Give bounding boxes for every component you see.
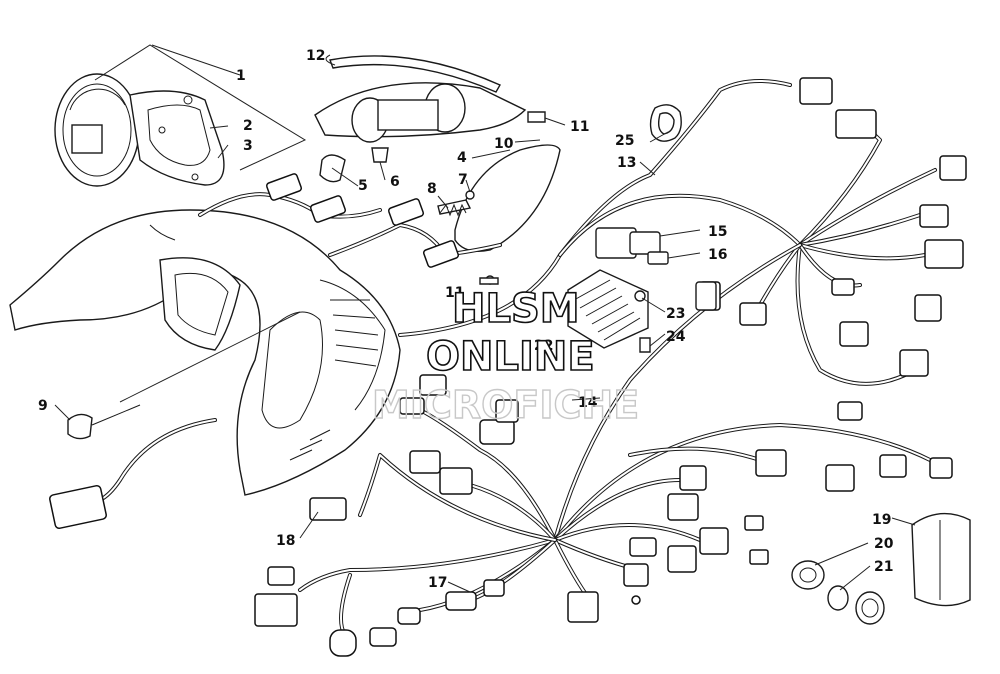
protective-sleeve: [911, 512, 971, 607]
watermark-line3: MICROFICHE: [372, 383, 639, 427]
callout-21: 21: [874, 559, 893, 575]
callout-numbers: 1 2 3 4 5 6 7 8 9 10 11 11 12 13 14 15 1…: [38, 48, 894, 591]
watermark: HLSM ONLINE MICROFICHE: [371, 285, 640, 428]
key-switch: [791, 560, 885, 625]
callout-15: 15: [708, 224, 727, 240]
small-hardware: [67, 203, 499, 440]
callout-23: 23: [666, 306, 685, 322]
callout-11b: 11: [445, 285, 464, 301]
callout-8: 8: [427, 181, 437, 197]
callout-10: 10: [494, 136, 514, 152]
leader-lines: [54, 44, 916, 593]
callout-14: 14: [578, 395, 598, 411]
harness-clip: [649, 104, 682, 142]
front-fairing: [9, 209, 401, 496]
callout-2: 2: [243, 118, 253, 134]
callout-25: 25: [615, 133, 634, 149]
callout-11: 11: [570, 119, 589, 135]
callout-4: 4: [457, 150, 467, 166]
callout-5: 5: [358, 178, 368, 194]
callout-12: 12: [306, 48, 325, 64]
callout-7: 7: [458, 172, 468, 188]
callout-6: 6: [390, 174, 400, 190]
voltage-regulator: [567, 227, 717, 353]
wiring-harness: [98, 79, 937, 637]
callout-20: 20: [874, 536, 894, 552]
callout-3: 3: [243, 138, 253, 154]
watermark-line2: ONLINE: [426, 334, 595, 380]
callout-16: 16: [708, 247, 727, 263]
callout-18: 18: [276, 533, 295, 549]
callout-13: 13: [617, 155, 636, 171]
headlight-assembly: [314, 55, 561, 252]
callout-24: 24: [666, 329, 686, 345]
instrument-cluster: [54, 73, 225, 187]
callout-1: 1: [236, 68, 246, 84]
watermark-line1: HLSM: [452, 286, 580, 332]
callout-9: 9: [38, 398, 48, 414]
callout-19: 19: [872, 512, 891, 528]
callout-17: 17: [428, 575, 447, 591]
callout-22: 22: [534, 338, 553, 354]
